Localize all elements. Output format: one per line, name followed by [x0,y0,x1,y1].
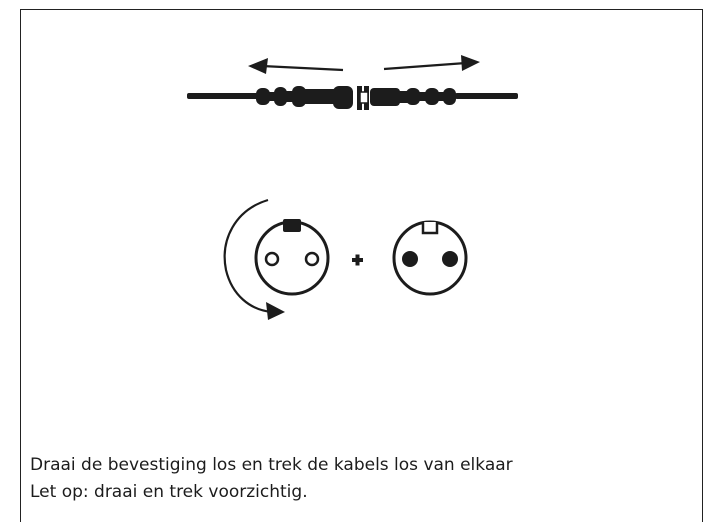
connector-cable-icon [187,86,518,110]
arrow-left-icon [248,58,344,74]
panel-border-top [20,9,703,10]
caption-line-1: Draai de bevestiging los en trek de kabe… [30,455,513,475]
caption-line-2: Let op: draai en trek voorzichtig. [30,482,308,502]
rotate-arrow-icon [223,198,285,320]
disconnect-illustration [187,55,518,320]
plus-icon [352,254,363,266]
panel-border-left [20,9,21,522]
instruction-caption: Draai de bevestiging los en trek de kabe… [30,452,513,506]
arrow-right-icon [383,55,480,71]
socket-two-hole-icon [254,219,330,296]
plug-two-pin-icon [392,220,468,296]
